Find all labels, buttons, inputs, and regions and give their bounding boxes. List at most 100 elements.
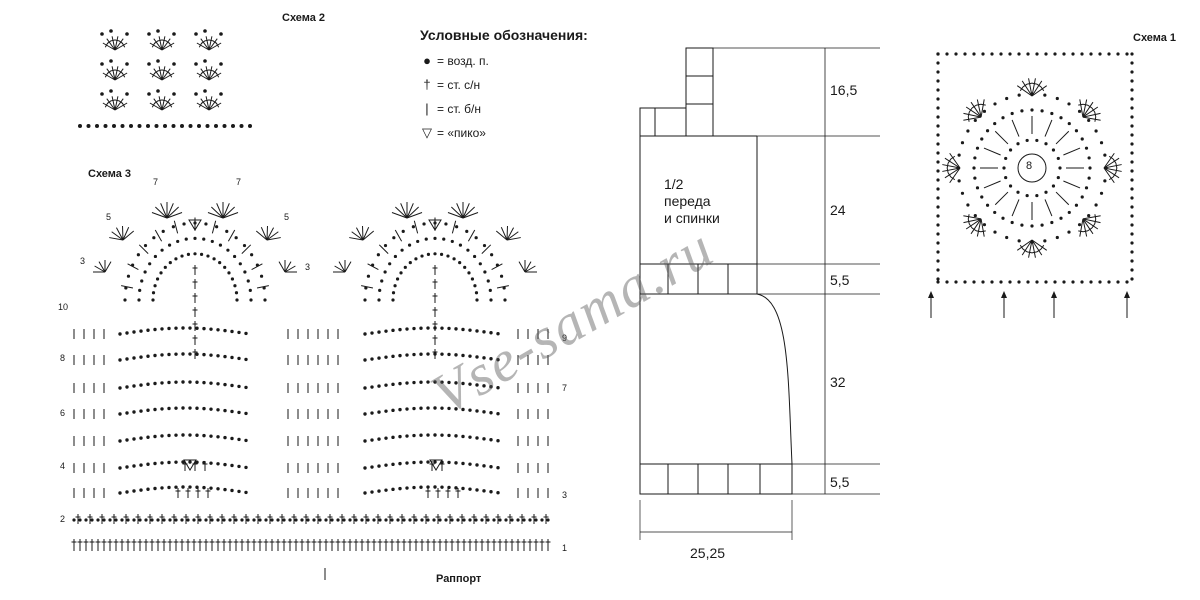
fan-cross (1091, 223, 1096, 229)
chain-dot (1017, 93, 1021, 97)
arch-stitch (491, 263, 503, 271)
chain-dot (454, 327, 458, 331)
chain-dot (1130, 160, 1134, 164)
chain-dot (237, 330, 241, 335)
rapport-label: Раппорт (436, 573, 482, 585)
row-number: 7 (562, 383, 568, 393)
chain-dot (936, 79, 940, 83)
chain-dot (172, 92, 176, 96)
chain-dot (414, 518, 418, 522)
chain-dot (174, 518, 178, 522)
chain-dot (162, 518, 166, 522)
chain-dot (244, 385, 248, 390)
chain-dot (118, 439, 122, 443)
chain-dot (148, 262, 152, 266)
legend-item-chain: ● = возд. п. (420, 49, 588, 73)
fan-stitch (1016, 239, 1033, 251)
chain-dot (249, 298, 253, 302)
chain-dot (363, 491, 367, 495)
fan-stitch (495, 230, 508, 241)
fan-stitch (963, 116, 982, 121)
chain-dot (450, 239, 454, 244)
ring-stitch (1044, 119, 1053, 137)
chain-dot (439, 252, 444, 256)
chain-dot (522, 518, 526, 522)
fan-stitch (161, 38, 171, 51)
chain-dot (405, 327, 409, 331)
chain-dot (244, 490, 248, 495)
chain-dot (496, 439, 500, 443)
fan-cross (168, 72, 173, 78)
chain-dot (202, 406, 206, 411)
chain-dot (503, 298, 507, 302)
chain-dot (223, 462, 227, 467)
chain-dot (137, 298, 141, 302)
picot-icon: ▽ (422, 125, 432, 140)
chain-dot (972, 166, 976, 170)
chain-dot (86, 124, 91, 128)
fan-stitch (207, 212, 224, 219)
scheme3-title: Схема 3 (88, 168, 132, 180)
chain-dot (1080, 137, 1084, 141)
fan-stitch (970, 101, 982, 118)
arch-stitch (121, 285, 134, 289)
fan-stitch (208, 102, 222, 111)
chain-dot (156, 59, 160, 63)
fan-stitch (944, 167, 961, 179)
ring-stitch (1055, 130, 1070, 145)
fan-stitch (976, 218, 982, 237)
chain-dot (1067, 210, 1071, 215)
fan-cross (950, 155, 956, 160)
chain-dot (188, 460, 192, 464)
chain-dot (118, 358, 122, 362)
chain-dot (475, 298, 479, 302)
chain-dot (972, 52, 976, 56)
fan-stitch (211, 206, 224, 219)
fan-stitch (200, 98, 210, 111)
chain-dot (398, 486, 402, 491)
chain-dot (120, 518, 124, 522)
fan-cross (975, 230, 982, 233)
ring-stitch (1063, 180, 1081, 189)
chain-dot (209, 353, 213, 357)
fan-cross (1094, 218, 1097, 225)
chain-dot (1074, 203, 1079, 207)
chain-dot (975, 146, 980, 150)
chain-dot (132, 356, 136, 360)
chain-dot (468, 518, 472, 522)
fan-stitch (266, 231, 279, 241)
fan-stitch (266, 237, 281, 241)
chain-dot (478, 262, 482, 266)
chain-dot (372, 518, 376, 522)
chain-dot (146, 462, 150, 466)
chain-dot (377, 410, 381, 414)
chain-dot (1130, 70, 1134, 74)
petal-number: 3 (305, 262, 311, 272)
chain-dot (193, 252, 197, 256)
fan-stitch (355, 227, 364, 241)
chain-dot (398, 434, 402, 439)
fan-stitch (222, 212, 239, 219)
fan-stitch (208, 66, 213, 81)
fan-stitch (1021, 80, 1033, 97)
chain-dot (1130, 241, 1134, 245)
chain-dot (1087, 156, 1091, 160)
fan-stitch (114, 42, 128, 51)
chain-dot (276, 518, 280, 522)
chain-dot (167, 485, 171, 490)
chain-dot (419, 380, 423, 384)
chain-dot (202, 485, 206, 490)
chain-dot (209, 434, 213, 438)
chain-dot (230, 329, 234, 334)
fan-stitch (205, 96, 210, 111)
fan-cross (950, 176, 956, 181)
chain-dot (184, 237, 188, 241)
fan-stitch (266, 227, 275, 241)
chain-dot (1130, 124, 1134, 128)
chain-dot (188, 433, 192, 437)
chain-dot (1130, 88, 1134, 92)
fan-cross (121, 42, 126, 48)
chain-dot (120, 124, 125, 128)
chain-dot (138, 518, 142, 522)
chain-dot (188, 485, 192, 489)
